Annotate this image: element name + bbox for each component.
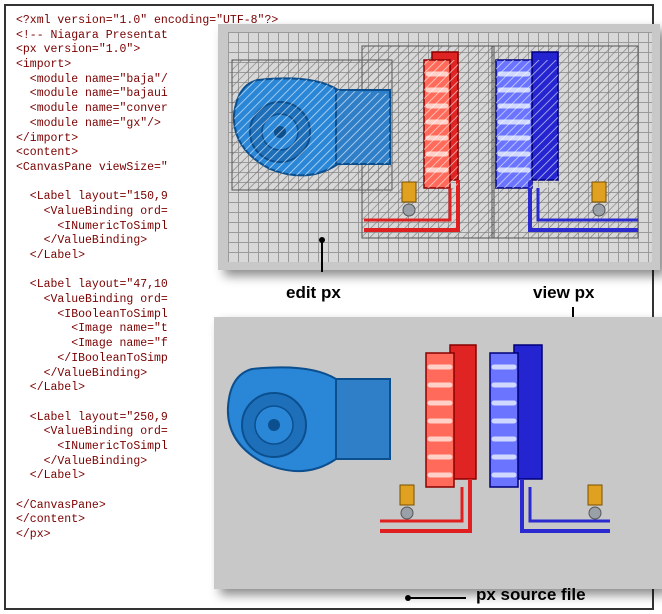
code-line: <module name="baja"/	[16, 72, 168, 86]
code-line: <import>	[16, 58, 72, 72]
hot-coil-icon	[364, 51, 460, 232]
view-px-view	[214, 317, 662, 589]
code-line: <CanvasPane viewSize="	[16, 160, 168, 174]
fan-icon	[226, 366, 391, 473]
code-line: <ValueBinding ord=	[16, 293, 168, 307]
code-line: <INumericToSimpl	[16, 219, 168, 233]
code-line: <ValueBinding ord=	[16, 425, 168, 439]
view-canvas-graphics	[226, 344, 610, 533]
code-line: <INumericToSimpl	[16, 439, 168, 453]
edit-px-view	[218, 24, 660, 270]
edit-px-callout: edit px	[286, 283, 341, 302]
code-line: <Label layout="47,10	[16, 278, 168, 292]
code-line: <?xml version="1.0" encoding="UTF-8"?>	[16, 14, 279, 27]
code-line: <content>	[16, 146, 79, 160]
px-source-file-callout: px source file	[476, 585, 586, 604]
code-line: <!-- Niagara Presentat	[16, 28, 168, 42]
code-line: <module name="conver	[16, 102, 168, 116]
code-line: <Image name="t	[16, 322, 168, 336]
code-line: <IBooleanToSimpl	[16, 307, 168, 321]
code-line: </IBooleanToSimp	[16, 351, 168, 365]
code-line: </ValueBinding>	[16, 454, 148, 468]
xml-source-code: <?xml version="1.0" encoding="UTF-8"?><!…	[6, 6, 652, 543]
cold-coil-icon	[495, 51, 638, 232]
view-px-callout: view px	[533, 283, 595, 302]
code-line: </px>	[16, 528, 51, 542]
code-line: <Label layout="250,9	[16, 410, 168, 424]
hot-coil-icon	[380, 344, 477, 533]
code-line: <px version="1.0">	[16, 43, 141, 57]
code-line: </Label>	[16, 469, 86, 483]
code-line: </import>	[16, 131, 79, 145]
fan-icon	[232, 77, 391, 177]
code-line: <Label layout="150,9	[16, 190, 168, 204]
code-line: </CanvasPane>	[16, 498, 106, 512]
code-line: </content>	[16, 513, 86, 527]
code-line: <module name="gx"/>	[16, 116, 161, 130]
code-line: <ValueBinding ord=	[16, 204, 168, 218]
code-line: <module name="bajaui	[16, 87, 168, 101]
code-line: </ValueBinding>	[16, 234, 148, 248]
edit-canvas-graphics	[231, 45, 639, 239]
code-line: <Image name="f	[16, 337, 168, 351]
code-line: </Label>	[16, 249, 86, 262]
code-line: </Label>	[16, 381, 86, 395]
code-line: </ValueBinding>	[16, 366, 148, 380]
cold-coil-icon	[489, 344, 610, 533]
